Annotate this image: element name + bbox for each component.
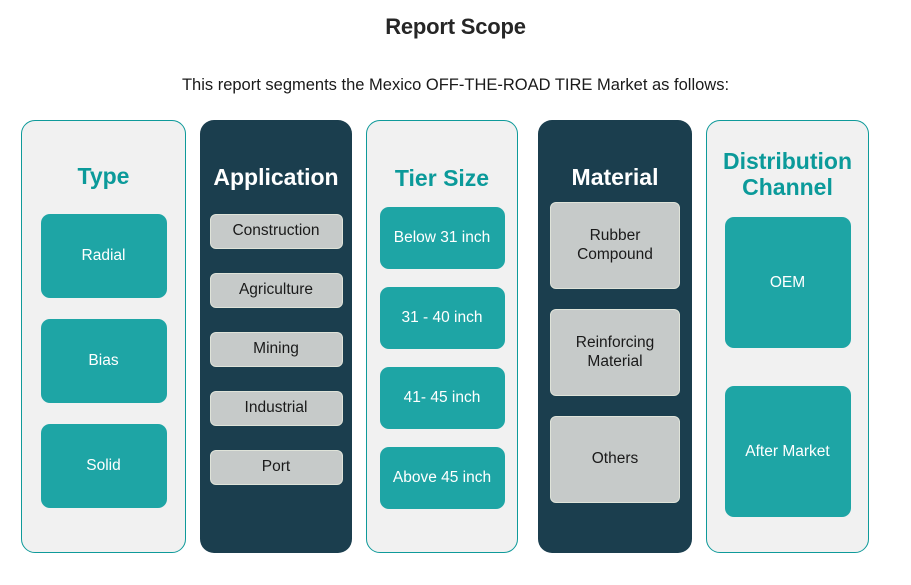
segments-row: Type Radial Bias Solid Application Const…	[0, 120, 911, 553]
segment-heading-tier-size: Tier Size	[394, 165, 490, 191]
segment-items-type: Radial Bias Solid	[22, 214, 185, 509]
segment-item-mining[interactable]: Mining	[209, 332, 343, 368]
segment-item-construction[interactable]: Construction	[209, 214, 343, 250]
segment-item-oem[interactable]: OEM	[724, 217, 851, 349]
segment-item-above-45-inch[interactable]: Above 45 inch	[379, 447, 505, 510]
segment-item-after-market[interactable]: After Market	[724, 386, 851, 518]
segment-item-radial[interactable]: Radial	[40, 214, 167, 299]
segment-panel-type[interactable]: Type Radial Bias Solid	[21, 120, 186, 553]
segment-item-bias[interactable]: Bias	[40, 319, 167, 404]
segment-item-agriculture[interactable]: Agriculture	[209, 273, 343, 309]
segment-items-tier-size: Below 31 inch 31 - 40 inch 41- 45 inch A…	[367, 207, 517, 510]
segment-items-distribution-channel: OEM After Market	[707, 217, 868, 518]
segment-heading-material: Material	[571, 164, 659, 190]
segment-items-application: Construction Agriculture Mining Industri…	[200, 214, 352, 486]
segment-panel-application[interactable]: Application Construction Agriculture Min…	[200, 120, 352, 553]
segment-heading-application: Application	[213, 164, 339, 190]
segment-item-reinforcing-material[interactable]: Reinforcing Material	[550, 309, 680, 397]
segment-heading-distribution-channel: Distribution Channel	[722, 148, 853, 201]
page-title: Report Scope	[385, 14, 526, 39]
segment-item-industrial[interactable]: Industrial	[209, 391, 343, 427]
segment-item-below-31-inch[interactable]: Below 31 inch	[379, 207, 505, 270]
segment-items-material: Rubber Compound Reinforcing Material Oth…	[538, 202, 692, 504]
segment-panel-material[interactable]: Material Rubber Compound Reinforcing Mat…	[538, 120, 692, 553]
segment-item-port[interactable]: Port	[209, 450, 343, 486]
segment-item-rubber-compound[interactable]: Rubber Compound	[550, 202, 680, 290]
segment-item-solid[interactable]: Solid	[40, 424, 167, 509]
segment-item-31-40-inch[interactable]: 31 - 40 inch	[379, 287, 505, 350]
segment-heading-type: Type	[77, 163, 130, 189]
segment-item-others[interactable]: Others	[550, 416, 680, 504]
segment-panel-tier-size[interactable]: Tier Size Below 31 inch 31 - 40 inch 41-…	[366, 120, 518, 553]
page-subtitle: This report segments the Mexico OFF-THE-…	[181, 76, 730, 94]
segment-item-41-45-inch[interactable]: 41- 45 inch	[379, 367, 505, 430]
segment-panel-distribution-channel[interactable]: Distribution Channel OEM After Market	[706, 120, 869, 553]
